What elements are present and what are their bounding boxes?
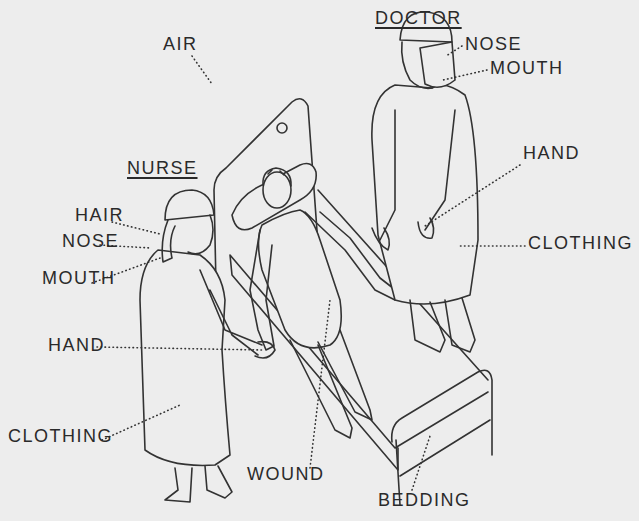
leader-line	[97, 347, 262, 350]
nurse-cap	[165, 190, 214, 220]
leader-line	[425, 165, 520, 226]
part-label: HAIR	[75, 206, 124, 224]
bed-footboard	[392, 370, 492, 505]
nurse-legs	[165, 466, 232, 502]
part-label: NOSE	[465, 35, 522, 53]
part-label: BEDDING	[378, 491, 471, 509]
leader-line	[460, 245, 525, 247]
nurse-hair	[162, 220, 175, 262]
part-label: CLOTHING	[528, 234, 633, 252]
nurse-arm	[200, 270, 262, 355]
part-label: MOUTH	[42, 269, 116, 287]
patient-arm	[250, 230, 274, 350]
doctor-coat	[372, 85, 478, 304]
part-label: NURSE	[127, 159, 198, 177]
part-label: CLOTHING	[8, 427, 113, 445]
doctor-legs	[410, 298, 475, 352]
leader-line	[192, 56, 212, 84]
part-label: AIR	[163, 35, 198, 53]
leader-line	[310, 300, 330, 468]
leader-line	[412, 436, 430, 490]
leader-lines	[92, 46, 525, 490]
doctor-mask	[420, 42, 455, 87]
nurse-coat	[140, 250, 230, 465]
nurse-figure	[140, 190, 275, 502]
part-label: DOCTOR	[375, 9, 462, 27]
leader-line	[446, 46, 462, 56]
nurse-face	[188, 215, 213, 254]
leader-line	[443, 70, 487, 80]
doctor-figure	[372, 12, 478, 352]
bed-knob	[277, 123, 287, 133]
part-label: HAND	[523, 144, 580, 162]
part-label: HAND	[48, 336, 105, 354]
doctor-arm	[380, 110, 455, 240]
part-label: WOUND	[247, 465, 325, 483]
part-label: NOSE	[62, 232, 119, 250]
leader-line	[102, 405, 180, 440]
patient-hair	[263, 168, 291, 186]
part-label: MOUTH	[490, 59, 564, 77]
patient-head	[263, 172, 291, 208]
doctor-hand	[372, 218, 434, 250]
patient-leg	[318, 330, 372, 420]
